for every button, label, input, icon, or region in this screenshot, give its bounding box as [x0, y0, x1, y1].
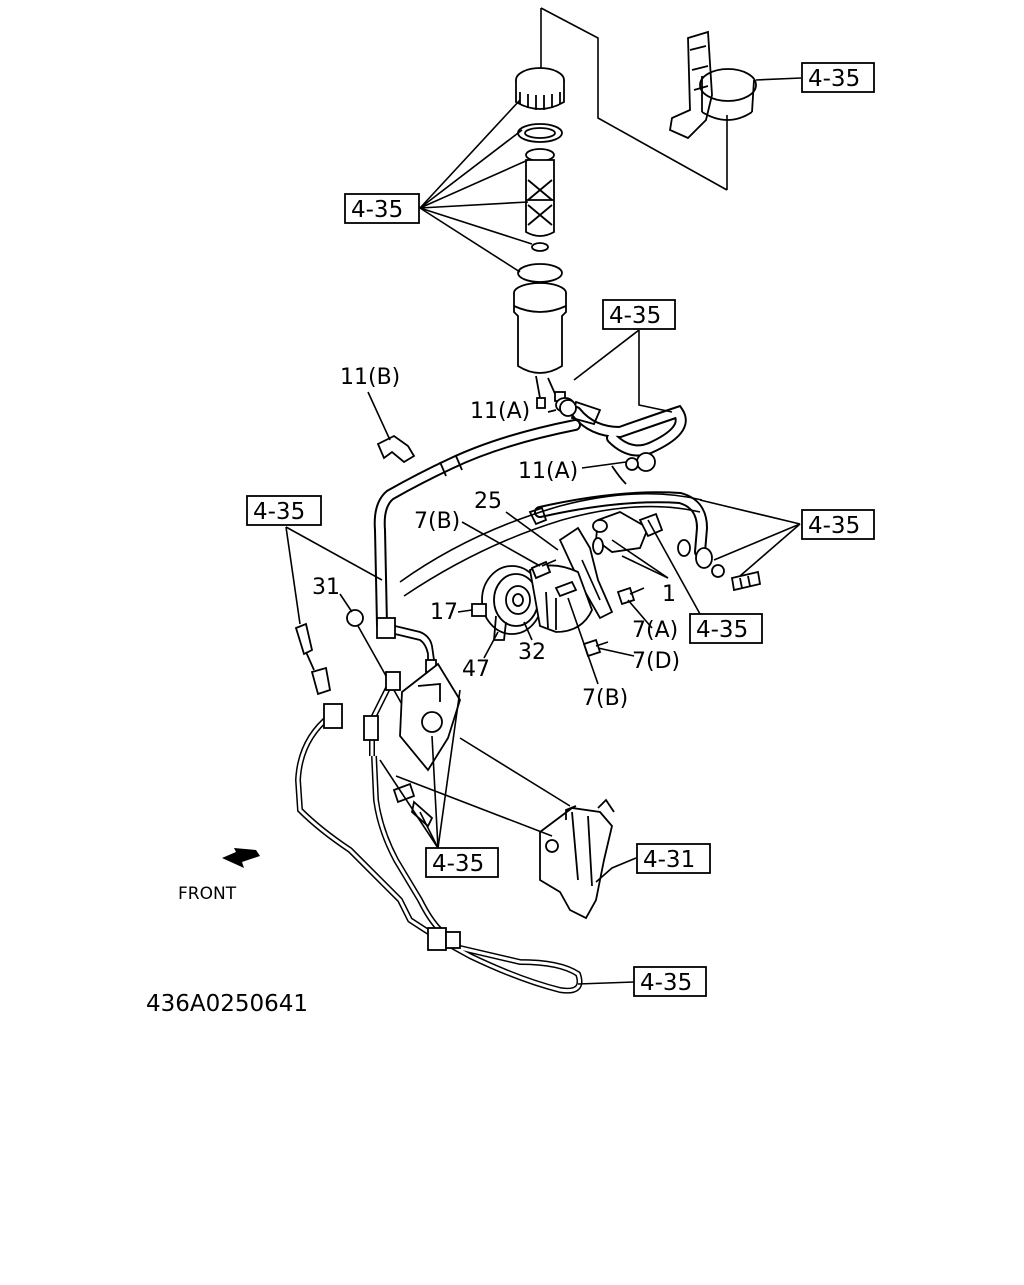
- ref-box-gear-box[interactable]: 4-31: [636, 843, 711, 874]
- pump-outlet-fitting: [592, 511, 664, 555]
- ref-box-pump-outlet[interactable]: 4-35: [689, 613, 763, 644]
- label-clamp-11a-upper: 11(A): [470, 399, 530, 424]
- ref-label-return-hose: 4-35: [609, 303, 661, 329]
- ref-label-bracket: 4-35: [808, 66, 860, 92]
- ref-box-left-hose[interactable]: 4-35: [246, 495, 322, 526]
- label-pump-32: 32: [518, 640, 546, 665]
- front-arrow-icon: [222, 848, 260, 868]
- ref-label-right-fitting: 4-35: [808, 513, 860, 539]
- reservoir-seal-ring: [517, 123, 563, 143]
- label-bolt-7d: 7(D): [632, 649, 680, 674]
- reservoir-body: [513, 263, 567, 409]
- ref-box-bottom-clip[interactable]: 4-35: [633, 966, 707, 997]
- left-hose-leaders: [285, 526, 383, 625]
- pump-inlet-hose: [528, 491, 709, 558]
- pump-body: [528, 564, 593, 633]
- lower-leaders: [379, 689, 637, 985]
- reservoir-bracket: [668, 30, 802, 140]
- ref-label-left-hose: 4-35: [253, 499, 305, 525]
- label-pulley-47: 47: [462, 657, 490, 682]
- label-clip-11b: 11(B): [340, 365, 400, 390]
- ref-label-bottom-clip: 4-35: [640, 970, 692, 996]
- mount-plate: [399, 662, 461, 772]
- ref-box-lower-pipes[interactable]: 4-35: [425, 847, 499, 878]
- ref-label-gear-box: 4-31: [643, 847, 695, 873]
- label-nut-17: 17: [430, 600, 458, 625]
- diagram-id: 436A0250641: [146, 991, 308, 1017]
- label-bolt-7b-lower: 7(B): [582, 686, 628, 711]
- clip-11b: [367, 391, 416, 464]
- label-bolt-25: 25: [474, 489, 502, 514]
- label-bolt-7b-upper: 7(B): [414, 509, 460, 534]
- return-hose-leaders: [573, 329, 673, 413]
- ref-box-return-hose[interactable]: 4-35: [602, 299, 676, 330]
- left-fittings: [294, 622, 332, 696]
- ref-box-bracket[interactable]: 4-35: [801, 62, 875, 93]
- label-pump-1: 1: [662, 582, 676, 607]
- ref-label-lower-pipes: 4-35: [432, 851, 484, 877]
- steering-gear: [539, 798, 615, 920]
- lower-pipes: [294, 671, 583, 994]
- clamp-lower: [581, 452, 656, 485]
- clamp-upper: [559, 399, 577, 417]
- label-nut-31: 31: [312, 575, 340, 600]
- label-clamp-11a-lower: 11(A): [518, 459, 578, 484]
- right-fittings: [677, 539, 762, 592]
- reservoir-o-ring: [531, 242, 549, 252]
- reservoir-leaders: [419, 99, 533, 273]
- reservoir-filter: [525, 148, 555, 237]
- hose-band: [399, 492, 703, 597]
- ref-label-reservoir: 4-35: [351, 197, 403, 223]
- bracket-frame-lines: [540, 7, 728, 191]
- front-label: FRONT: [178, 884, 237, 904]
- ref-label-pump-outlet: 4-35: [696, 617, 748, 643]
- ref-box-right-fitting[interactable]: 4-35: [801, 509, 875, 540]
- label-bolt-7a: 7(A): [632, 618, 678, 643]
- reservoir-cap: [515, 67, 565, 110]
- pump-leaders: [339, 511, 701, 709]
- ref-box-reservoir[interactable]: 4-35: [344, 193, 420, 224]
- right-fitting-leaders: [699, 499, 801, 577]
